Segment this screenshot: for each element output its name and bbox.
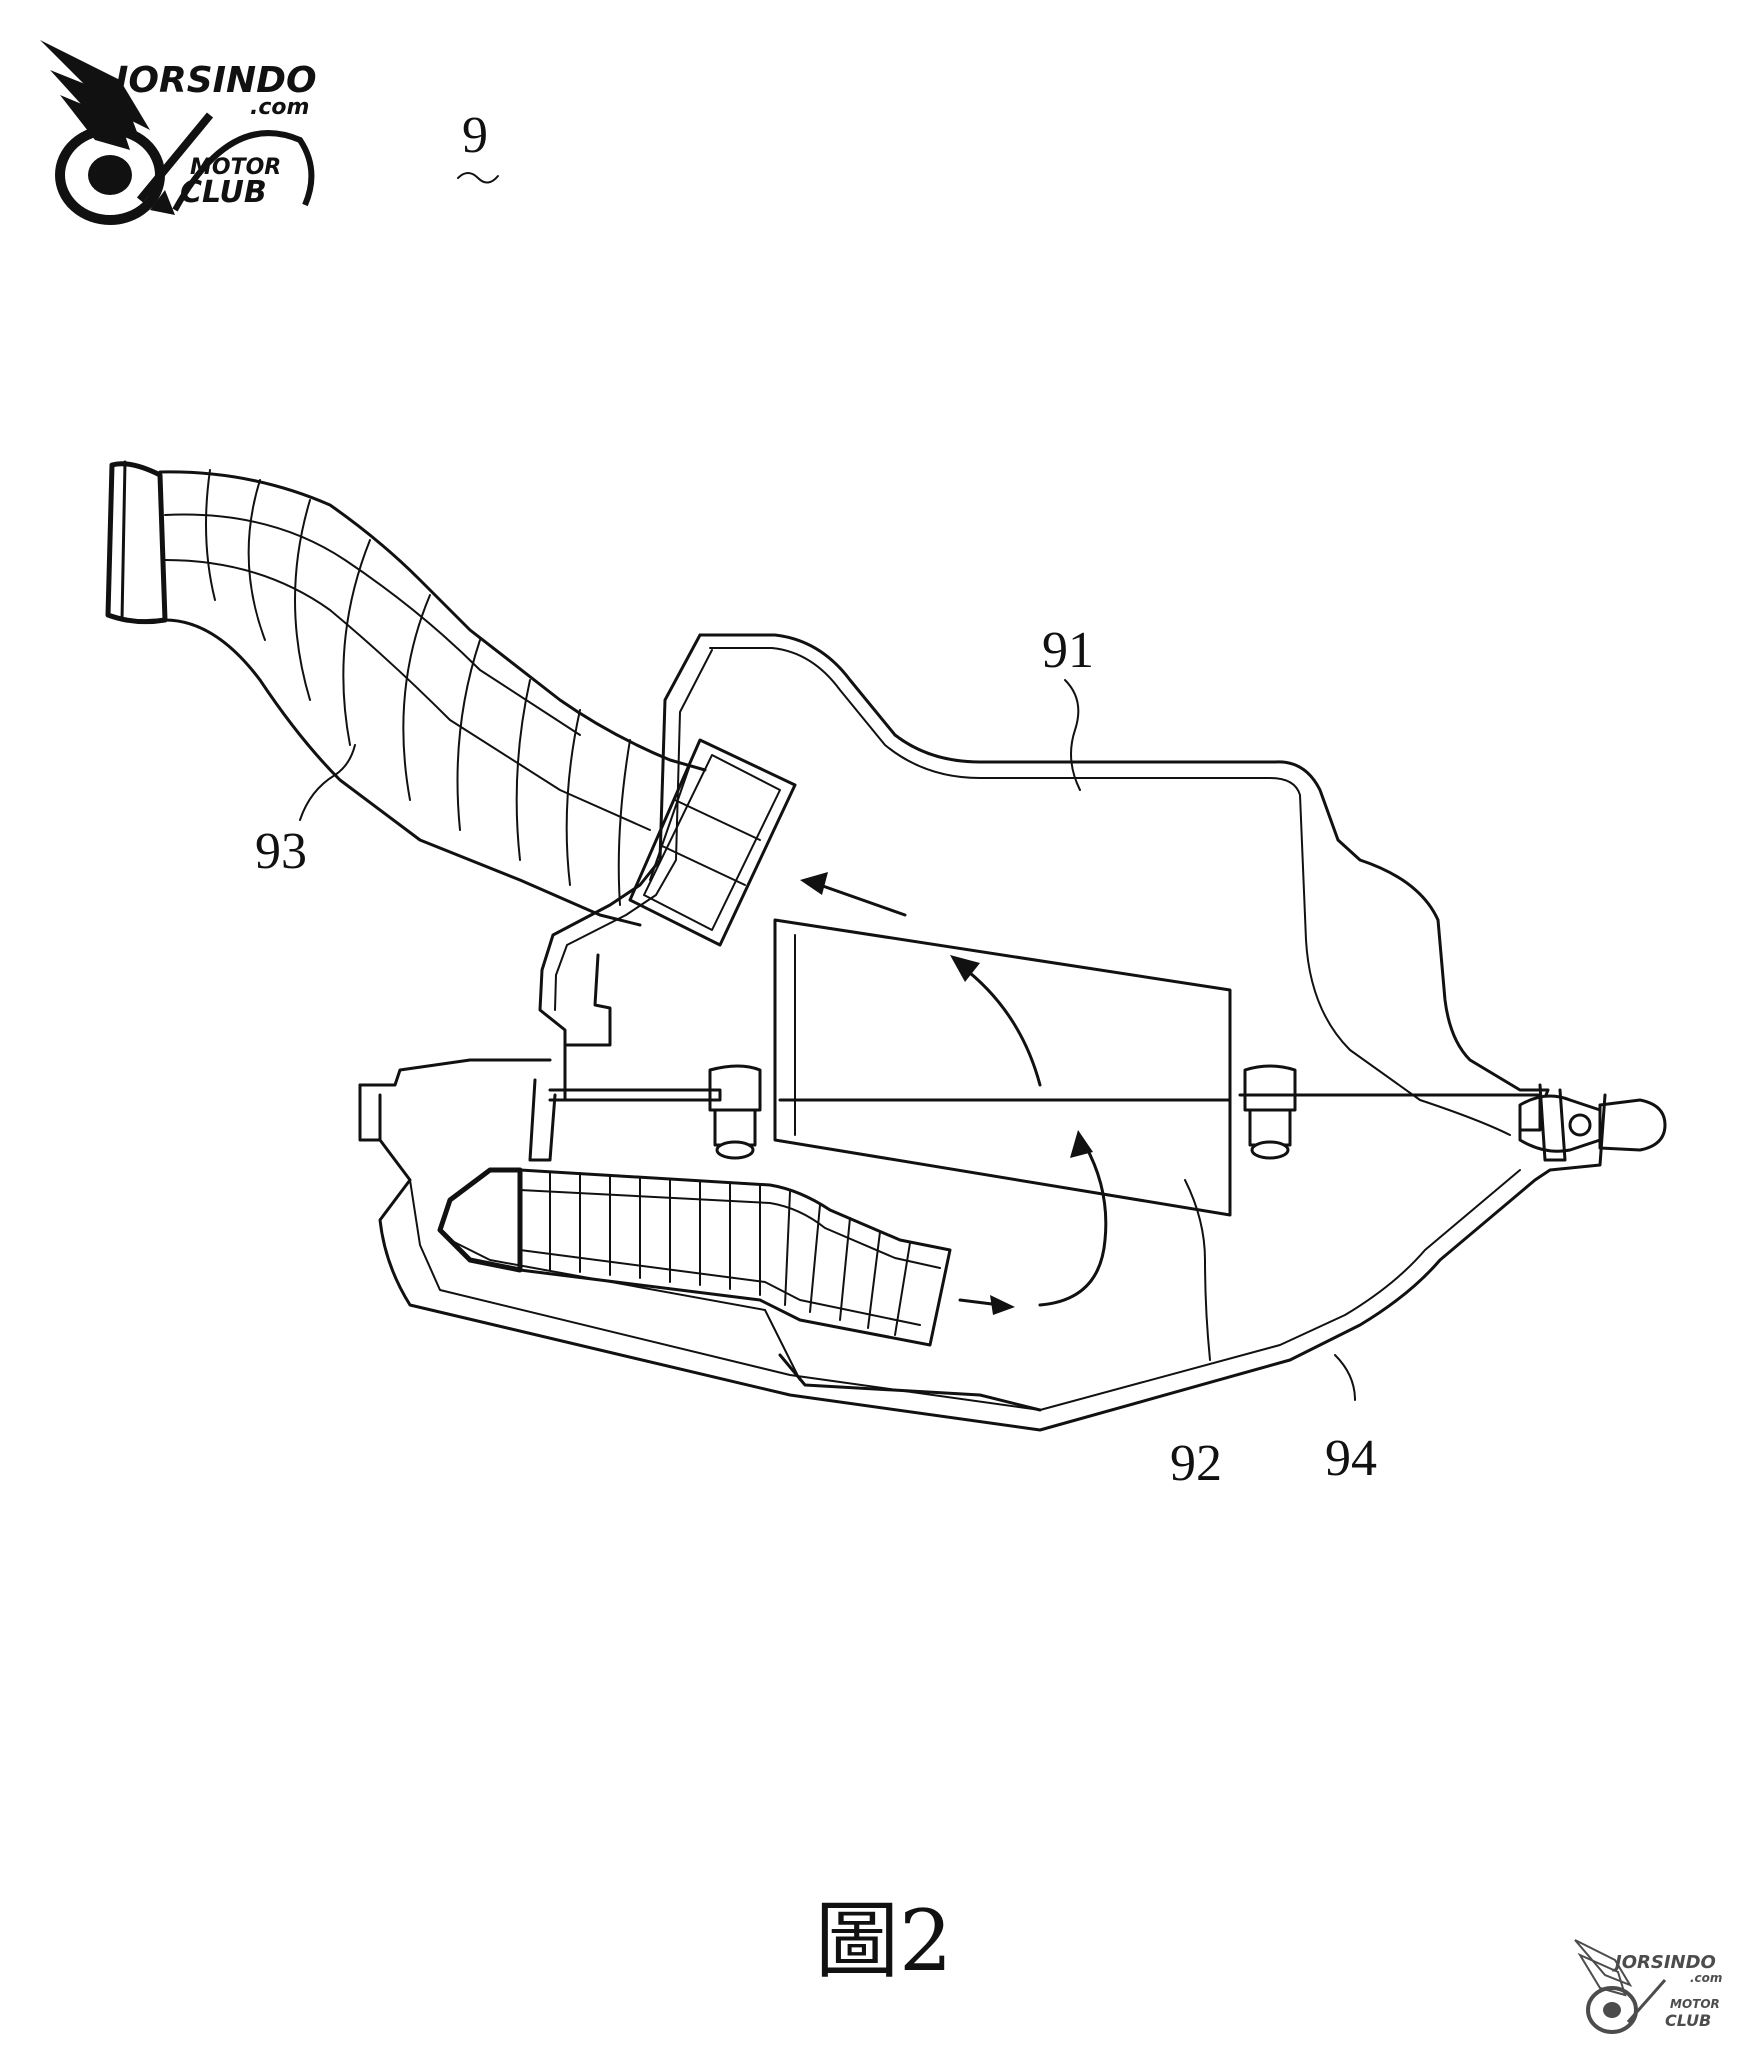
assembly-reference: 9 (457, 107, 499, 184)
figure-caption: 圖2 (815, 1892, 952, 1990)
corner-logo-brand-text: JORSINDO (1612, 1952, 1716, 1973)
flow-arrow-up-through-filter (1038, 1143, 1108, 1307)
logo-brand-text: JORSINDO (109, 60, 317, 101)
leader-lines (299, 679, 1356, 1401)
winged-wheel-icon (40, 40, 214, 225)
logo-domain-text: .com (250, 95, 309, 120)
airflow-arrows (800, 872, 1108, 1315)
lower-case (358, 1058, 1607, 1432)
label-filter-element: 92 (1170, 1435, 1222, 1492)
assembly-ref-label: 9 (462, 107, 488, 164)
jorsindo-logo: JORSINDO .com MOTOR CLUB (40, 40, 317, 225)
filter-element (773, 918, 1232, 1217)
outlet-duct (105, 460, 797, 947)
mounting-clamps (708, 1064, 1667, 1160)
flow-arrow-to-outlet (818, 883, 907, 917)
tilde-mark (457, 172, 499, 184)
flow-arrow-curve-up (958, 963, 1042, 1087)
label-outlet-duct: 93 (255, 823, 307, 880)
joint-flange (528, 1078, 1567, 1162)
corner-logo-motor-text: MOTOR (1670, 1997, 1720, 2011)
label-upper-case: 91 (1042, 622, 1094, 679)
air-box-assembly: 91 92 93 94 (105, 460, 1667, 1492)
jorsindo-corner-logo: JORSINDO .com MOTOR CLUB (1574, 1939, 1722, 2034)
upper-case (538, 633, 1550, 1137)
corner-logo-domain-text: .com (1690, 1971, 1722, 1985)
winged-wheel-icon (1574, 1939, 1667, 2034)
logo-club-text: CLUB (180, 175, 267, 210)
logo-motor-text: MOTOR (190, 155, 281, 180)
inlet-duct (437, 1167, 952, 1347)
label-lower-case: 94 (1325, 1430, 1377, 1487)
corner-logo-club-text: CLUB (1665, 2011, 1711, 2030)
